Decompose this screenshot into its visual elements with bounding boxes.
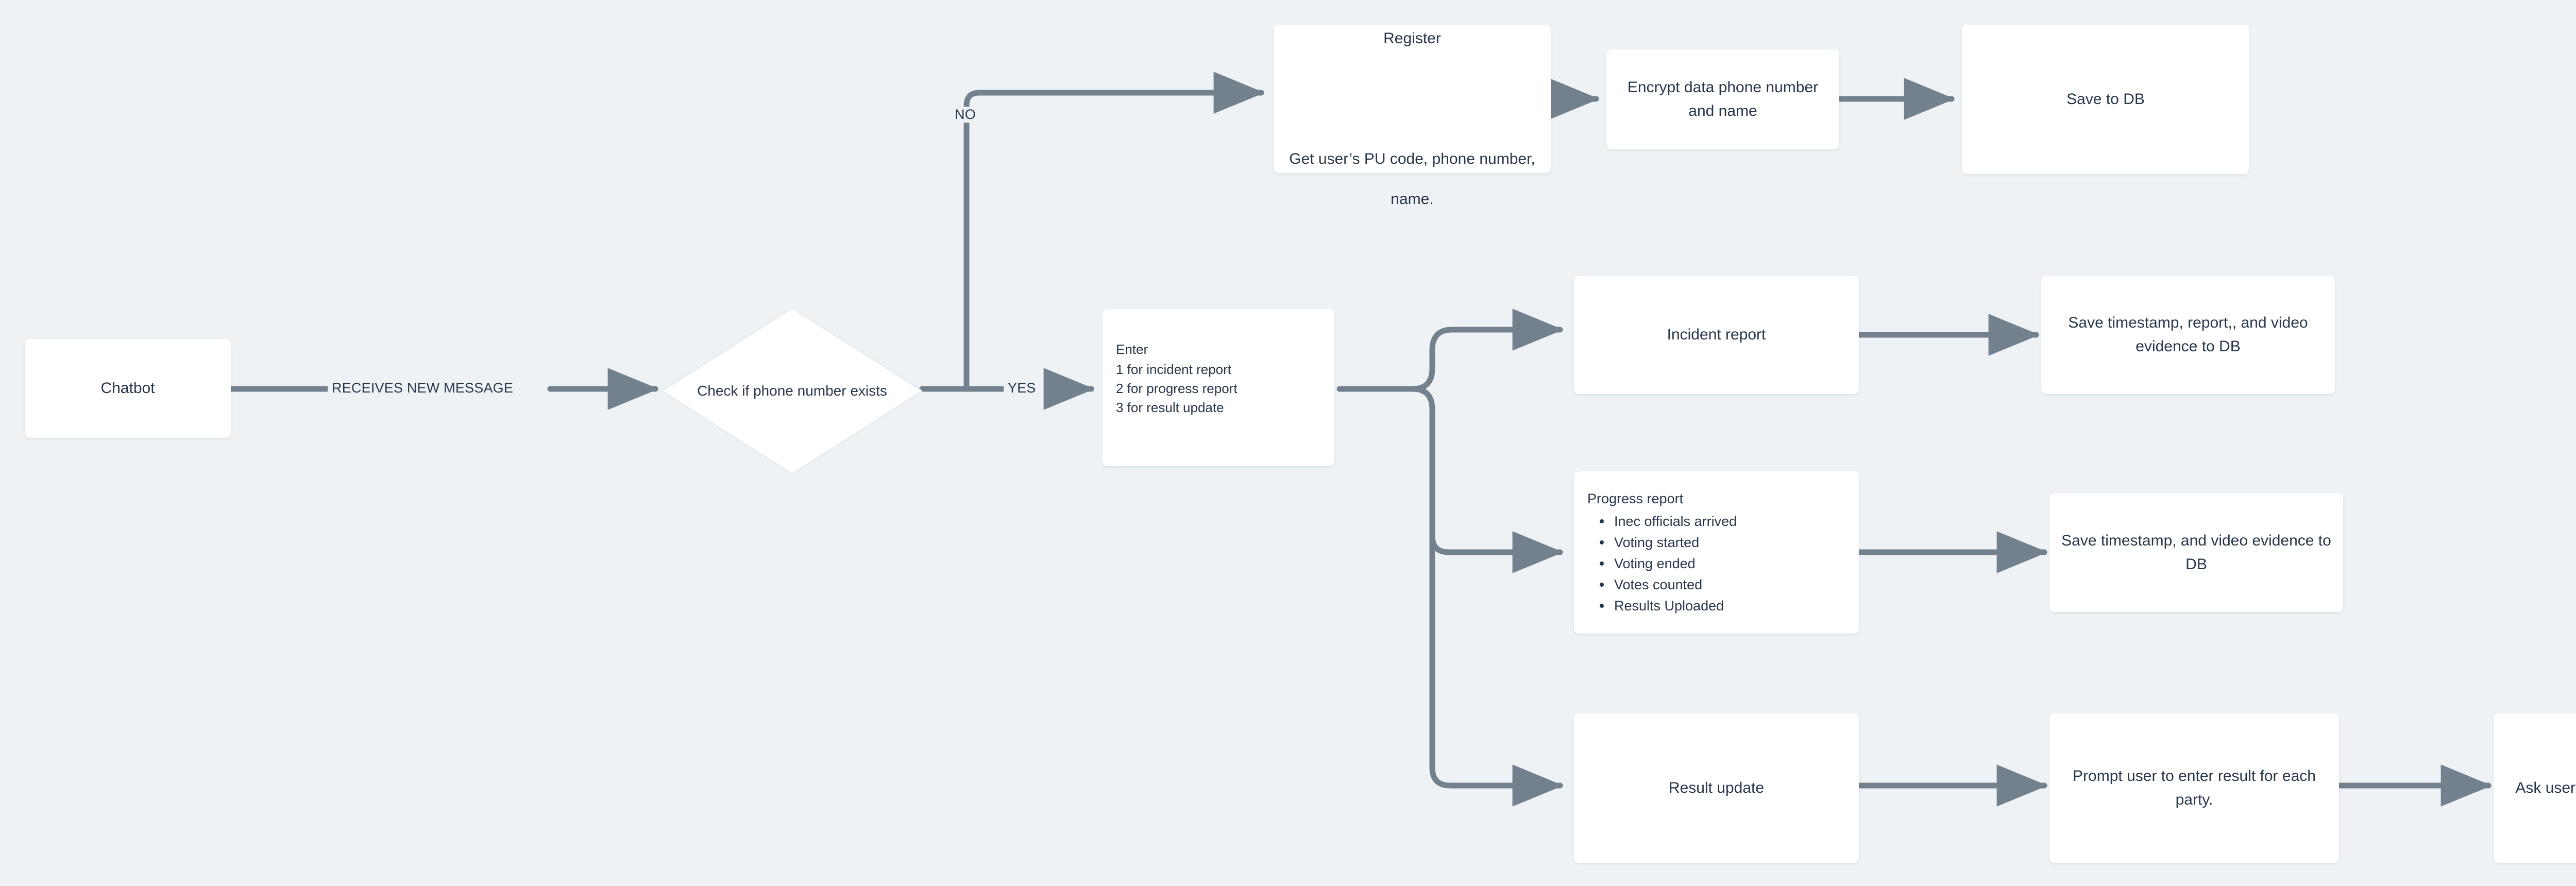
node-register[interactable]: Register Get user’s PU code, phone numbe… (1274, 25, 1551, 208)
node-register-text: Register Get user’s PU code, phone numbe… (1274, 0, 1551, 219)
node-ask-picture-label: Ask user to upload picture evidence (2515, 779, 2576, 796)
node-save-incident[interactable]: Save timestamp, report,, and video evide… (2041, 276, 2335, 394)
node-register-detail: Get user’s PU code, phone number, name. (1289, 150, 1535, 208)
list-item: Votes counted (1597, 574, 1737, 595)
node-check-phone-label: Check if phone number exists (697, 383, 887, 399)
node-prompt-result-label: Prompt user to enter result for each par… (2073, 767, 2316, 809)
progress-report-list: Inec officials arrived Voting started Vo… (1587, 511, 1737, 617)
node-result-update[interactable]: Result update (1574, 713, 1859, 863)
diamond-shape (662, 308, 922, 474)
node-ask-picture[interactable]: Ask user to upload picture evidence (2494, 713, 2576, 863)
node-menu-option-1[interactable]: 1 for incident report (1116, 361, 1232, 377)
node-chatbot[interactable]: Chatbot (25, 339, 231, 438)
node-incident-report[interactable]: Incident report (1574, 276, 1859, 394)
node-check-phone[interactable]: Check if phone number exists (662, 308, 922, 474)
edge-label-yes: YES (1004, 380, 1040, 396)
list-item: Results Uploaded (1597, 595, 1737, 617)
node-menu-head: Enter (1116, 342, 1148, 357)
node-incident-report-label: Incident report (1667, 326, 1766, 343)
list-item: Inec officials arrived (1597, 511, 1737, 532)
node-encrypt[interactable]: Encrypt data phone number and name (1606, 49, 1839, 149)
node-prompt-result[interactable]: Prompt user to enter result for each par… (2049, 713, 2339, 863)
node-menu-option-3[interactable]: 3 for result update (1116, 399, 1224, 415)
node-progress-report-head: Progress report (1587, 491, 1684, 506)
node-menu-option-2[interactable]: 2 for progress report (1116, 380, 1238, 396)
node-register-label: Register (1383, 30, 1441, 47)
node-chatbot-label: Chatbot (100, 379, 155, 397)
node-progress-report[interactable]: Progress report Inec officials arrived V… (1574, 471, 1859, 634)
node-save-progress-label: Save timestamp, and video evidence to DB (2061, 532, 2331, 573)
node-progress-report-inner: Progress report Inec officials arrived V… (1574, 471, 1750, 617)
edge-menu-to-progress (1410, 386, 1564, 573)
edge-menu-to-result (1429, 406, 1564, 807)
node-menu-inner: Enter 1 for incident report 2 for progre… (1103, 309, 1238, 417)
edge-label-no: NO (951, 107, 980, 123)
node-encrypt-label: Encrypt data phone number and name (1627, 78, 1819, 120)
list-item: Voting started (1597, 532, 1737, 553)
node-save-progress[interactable]: Save timestamp, and video evidence to DB (2049, 493, 2343, 612)
edge-label-receives-new-message: RECEIVES NEW MESSAGE (328, 380, 518, 396)
node-result-update-label: Result update (1668, 779, 1765, 796)
node-save-db[interactable]: Save to DB (1962, 25, 2249, 174)
node-save-incident-label: Save timestamp, report,, and video evide… (2068, 314, 2308, 355)
node-save-db-label: Save to DB (2066, 90, 2145, 108)
edge-menu-to-incident (1410, 309, 1564, 392)
list-item: Voting ended (1597, 553, 1737, 574)
node-menu[interactable]: Enter 1 for incident report 2 for progre… (1103, 309, 1334, 466)
